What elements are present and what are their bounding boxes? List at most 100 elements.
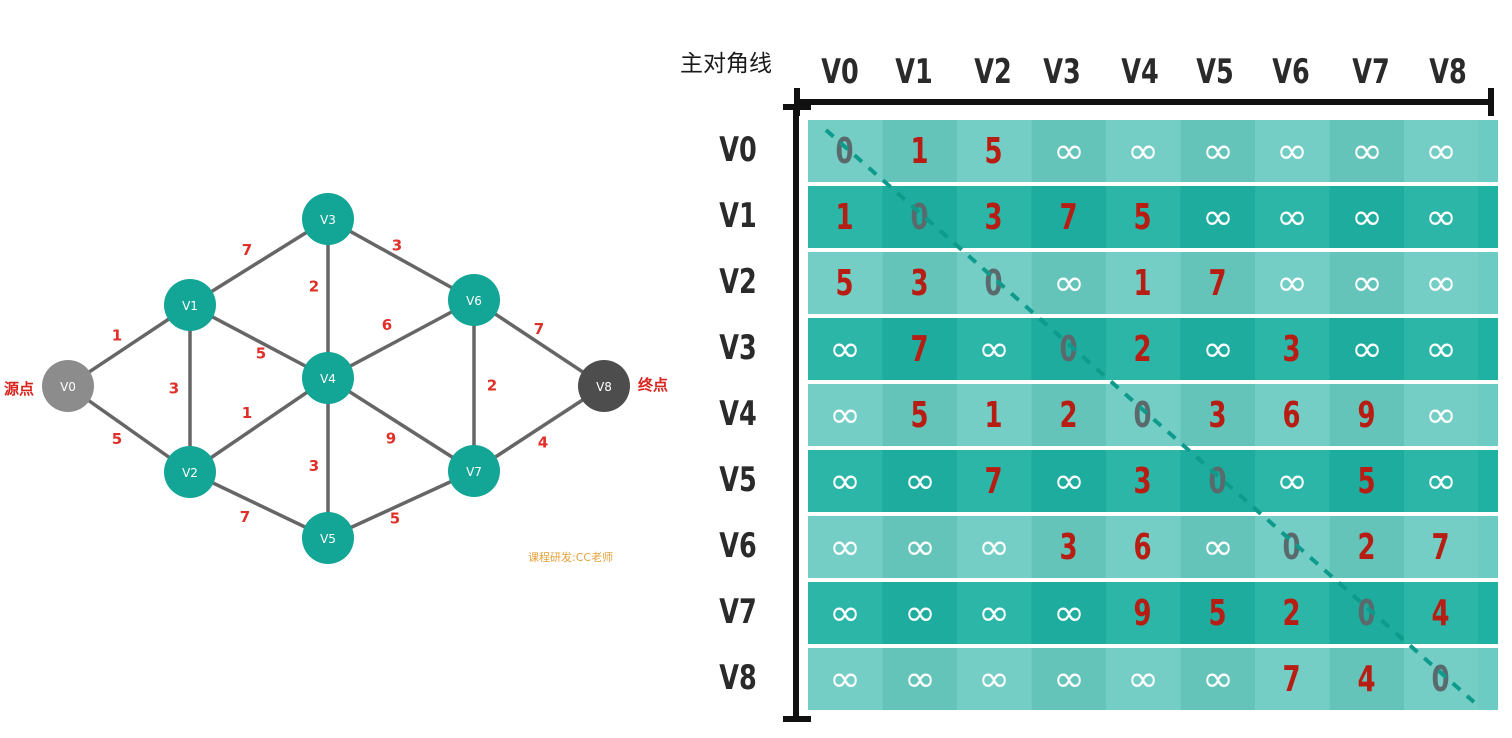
edge-weight-v2-v5: 7 xyxy=(240,508,250,526)
credit-text: 课程研发:CC老师 xyxy=(528,550,613,564)
cell-value: ∞ xyxy=(1350,130,1383,172)
cell-v0-v6: ∞ xyxy=(1255,120,1329,182)
cell-value: ∞ xyxy=(1052,592,1085,634)
node-label-v5: V5 xyxy=(320,532,336,546)
cell-v4-v3: 2 xyxy=(1031,384,1106,446)
cell-value: 0 xyxy=(1357,592,1376,634)
edge-v1-v4 xyxy=(189,303,329,380)
node-label-v4: V4 xyxy=(320,372,336,386)
cell-v8-v6: 7 xyxy=(1255,648,1329,710)
cell-value: ∞ xyxy=(978,592,1010,634)
cell-v2-v7: ∞ xyxy=(1329,252,1404,314)
node-label-v2: V2 xyxy=(182,466,198,480)
cell-v2-v6: ∞ xyxy=(1255,252,1329,314)
cell-value: 0 xyxy=(910,196,929,238)
cell-v6-v6: 0 xyxy=(1255,516,1329,578)
cell-v3-v1: 7 xyxy=(882,318,957,380)
cell-v5-v3: ∞ xyxy=(1031,450,1106,512)
edge-weight-v6-v8: 7 xyxy=(534,320,544,338)
left-axis-cap-bottom xyxy=(783,716,811,722)
cell-v8-v3: ∞ xyxy=(1031,648,1106,710)
row-header-v6: V6 xyxy=(719,526,757,566)
cell-value: ∞ xyxy=(1350,262,1383,304)
edges-layer xyxy=(66,217,605,540)
cell-value: 5 xyxy=(1208,592,1227,634)
top-axis-line xyxy=(796,99,1494,105)
node-v0 xyxy=(42,360,94,412)
column-header-v3: V3 xyxy=(1043,52,1081,92)
cell-value: ∞ xyxy=(1201,196,1234,238)
row-header-v2: V2 xyxy=(719,262,757,302)
node-v7 xyxy=(448,445,500,497)
cell-v7-v6: 2 xyxy=(1255,582,1329,644)
cell-v3-v0: ∞ xyxy=(808,318,882,380)
cell-v6-v5: ∞ xyxy=(1180,516,1255,578)
cell-v5-v1: ∞ xyxy=(882,450,957,512)
cell-value: 7 xyxy=(1208,262,1227,304)
edge-v5-v7 xyxy=(327,469,475,540)
cell-v6-v1: ∞ xyxy=(882,516,957,578)
cell-value: 7 xyxy=(910,328,929,370)
cell-value: ∞ xyxy=(1276,196,1308,238)
row-header-v8: V8 xyxy=(719,658,757,698)
cell-v8-v4: ∞ xyxy=(1106,648,1180,710)
node-label-v8: V8 xyxy=(596,380,612,394)
edge-v4-v7 xyxy=(327,376,475,473)
cell-v4-v0: ∞ xyxy=(808,384,882,446)
cell-v2-v5: 7 xyxy=(1180,252,1255,314)
cell-v0-v5: ∞ xyxy=(1180,120,1255,182)
top-axis-cap-right xyxy=(1488,88,1494,116)
cell-v2-v3: ∞ xyxy=(1031,252,1106,314)
cell-value: 5 xyxy=(1133,196,1153,238)
node-label-v7: V7 xyxy=(466,465,482,479)
cell-v0-v1: 1 xyxy=(882,120,957,182)
cell-value: 3 xyxy=(1208,394,1227,436)
cell-v5-v5: 0 xyxy=(1180,450,1255,512)
cell-value: ∞ xyxy=(978,658,1010,700)
cell-value: 1 xyxy=(984,394,1004,436)
source-label: 源点 xyxy=(4,380,34,398)
cell-value: 0 xyxy=(1282,526,1302,568)
cell-value: 7 xyxy=(984,460,1004,502)
cell-v5-v7: 5 xyxy=(1329,450,1404,512)
cell-v4-v6: 6 xyxy=(1255,384,1329,446)
cell-v0-v0: 0 xyxy=(808,120,882,182)
cell-value: 2 xyxy=(1282,592,1302,634)
cell-value: 0 xyxy=(1059,328,1078,370)
cell-value: ∞ xyxy=(903,658,936,700)
cell-value: ∞ xyxy=(829,592,861,634)
cell-value: 4 xyxy=(1357,658,1376,700)
cell-v0-v3: ∞ xyxy=(1031,120,1106,182)
cell-v6-v4: 6 xyxy=(1106,516,1180,578)
cell-v7-v0: ∞ xyxy=(808,582,882,644)
cell-v2-v0: 5 xyxy=(808,252,882,314)
cell-value: 6 xyxy=(1282,394,1302,436)
top-axis-cap-left xyxy=(794,88,800,116)
cell-value: 0 xyxy=(984,262,1004,304)
cell-v3-v8: ∞ xyxy=(1404,318,1478,380)
cell-value: ∞ xyxy=(1052,460,1085,502)
cell-value: ∞ xyxy=(829,460,861,502)
cell-value: 5 xyxy=(1357,460,1376,502)
row-header-v0: V0 xyxy=(719,130,757,170)
column-header-v0: V0 xyxy=(821,52,859,92)
row-header-v1: V1 xyxy=(719,196,757,236)
cell-v3-v7: ∞ xyxy=(1329,318,1404,380)
cell-value: ∞ xyxy=(1201,328,1234,370)
edge-weight-v5-v7: 5 xyxy=(390,510,400,528)
cell-v1-v5: ∞ xyxy=(1180,186,1255,248)
row-header-v7: V7 xyxy=(719,592,757,632)
edge-weight-v0-v1: 1 xyxy=(112,327,122,345)
cell-value: 9 xyxy=(1357,394,1376,436)
cell-v4-v7: 9 xyxy=(1329,384,1404,446)
cell-v2-v4: 1 xyxy=(1106,252,1180,314)
edge-weight-v7-v8: 4 xyxy=(538,434,548,452)
cell-value: ∞ xyxy=(1201,526,1234,568)
cell-v7-v5: 5 xyxy=(1180,582,1255,644)
cell-v0-v2: 5 xyxy=(957,120,1031,182)
cell-v6-v8: 7 xyxy=(1404,516,1478,578)
cell-v7-v1: ∞ xyxy=(882,582,957,644)
cell-value: 1 xyxy=(910,130,929,172)
